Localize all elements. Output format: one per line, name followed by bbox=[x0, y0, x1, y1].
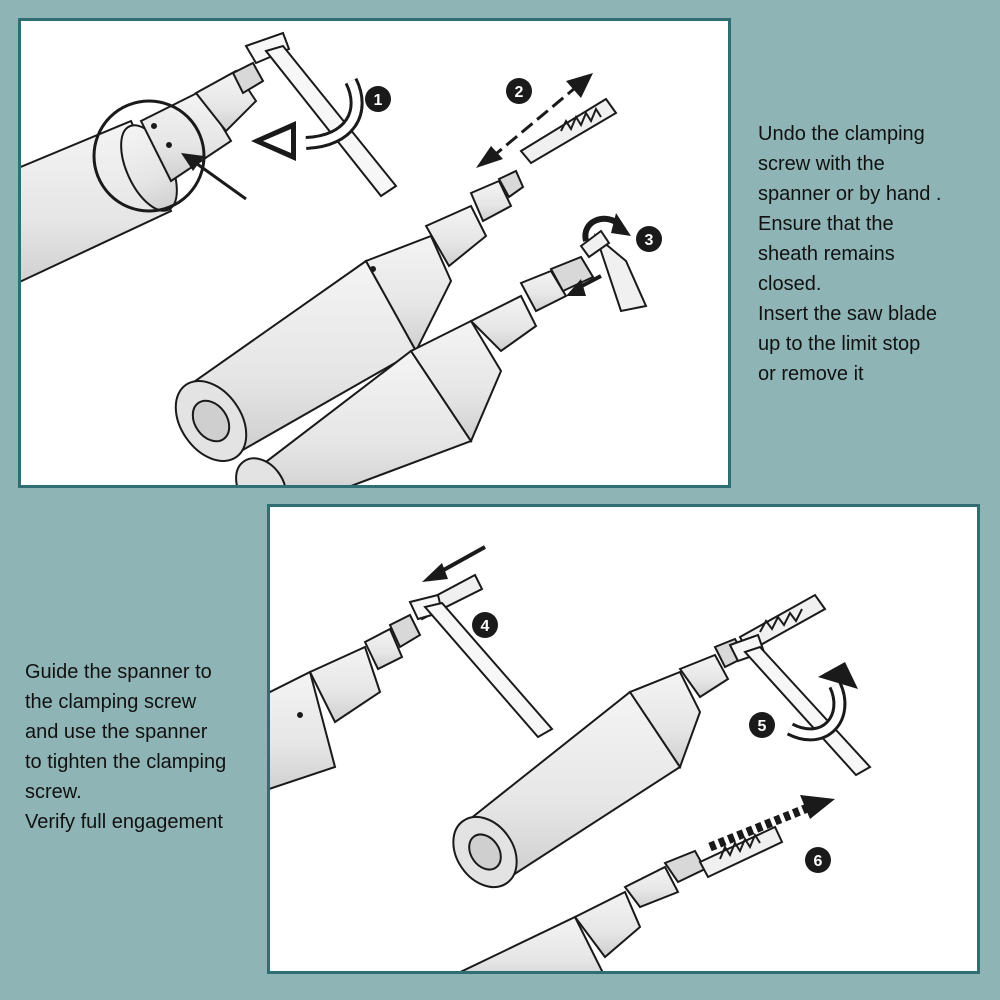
instruction-line: spanner or by hand . bbox=[758, 183, 942, 205]
step-badge-icon: 2 bbox=[506, 78, 532, 104]
handpiece-illustration bbox=[270, 613, 422, 790]
instruction-text-bottom: Guide the spanner to the clamping screw … bbox=[25, 657, 260, 837]
step-badge-icon: 3 bbox=[636, 226, 662, 252]
step-number-4: 4 bbox=[481, 618, 490, 635]
instruction-line: screw. bbox=[25, 781, 82, 803]
rotate-arrow-icon bbox=[251, 77, 364, 161]
instruction-line: the clamping screw bbox=[25, 691, 197, 713]
handpiece-illustration bbox=[21, 61, 265, 283]
step-badge-icon: 1 bbox=[365, 86, 391, 112]
handpiece-illustration bbox=[174, 169, 525, 462]
direction-arrow-icon bbox=[476, 73, 593, 168]
top-illustration: 1 2 bbox=[21, 31, 662, 485]
instruction-line: up to the limit stop bbox=[758, 333, 921, 355]
top-illustration-panel: 1 2 bbox=[18, 18, 731, 488]
saw-blade-illustration bbox=[698, 825, 784, 879]
bottom-illustration: 4 5 bbox=[270, 545, 872, 971]
step-number-3: 3 bbox=[645, 232, 654, 249]
bottom-illustration-panel: 4 5 bbox=[267, 504, 980, 974]
instruction-line: Guide the spanner to bbox=[25, 661, 212, 683]
step-number-1: 1 bbox=[374, 92, 383, 109]
spanner-illustration bbox=[728, 633, 872, 777]
instruction-line: to tighten the clamping bbox=[25, 751, 227, 773]
instruction-line: closed. bbox=[758, 273, 822, 295]
saw-blade-illustration bbox=[519, 97, 618, 165]
rotate-arrow-icon bbox=[786, 662, 858, 742]
rotate-arrow-icon bbox=[582, 213, 631, 242]
instruction-text-top: Undo the clamping screw with the spanner… bbox=[758, 119, 988, 389]
instruction-line: Insert the saw blade bbox=[758, 303, 937, 325]
step-number-6: 6 bbox=[814, 853, 823, 870]
instruction-line: Undo the clamping bbox=[758, 123, 925, 145]
step-badge-icon: 4 bbox=[472, 612, 498, 638]
direction-arrow-icon bbox=[708, 795, 835, 852]
handpiece-illustration bbox=[235, 255, 595, 485]
instruction-line: Verify full engagement bbox=[25, 811, 223, 833]
instruction-line: and use the spanner bbox=[25, 721, 208, 743]
step-number-5: 5 bbox=[758, 718, 767, 735]
direction-arrow-icon bbox=[422, 545, 486, 582]
instruction-line: sheath remains bbox=[758, 243, 895, 265]
step-number-2: 2 bbox=[515, 84, 524, 101]
handpiece-illustration bbox=[452, 637, 747, 889]
step-badge-icon: 6 bbox=[805, 847, 831, 873]
instruction-line: screw with the bbox=[758, 153, 885, 175]
spanner-illustration bbox=[244, 31, 398, 198]
saw-blade-illustration bbox=[579, 229, 648, 313]
direction-arrow-icon bbox=[566, 274, 602, 296]
spanner-illustration bbox=[408, 593, 554, 739]
step-badge-icon: 5 bbox=[749, 712, 775, 738]
instruction-line: or remove it bbox=[758, 363, 864, 385]
direction-arrow-icon bbox=[181, 153, 247, 201]
instruction-line: Ensure that the bbox=[758, 213, 894, 235]
